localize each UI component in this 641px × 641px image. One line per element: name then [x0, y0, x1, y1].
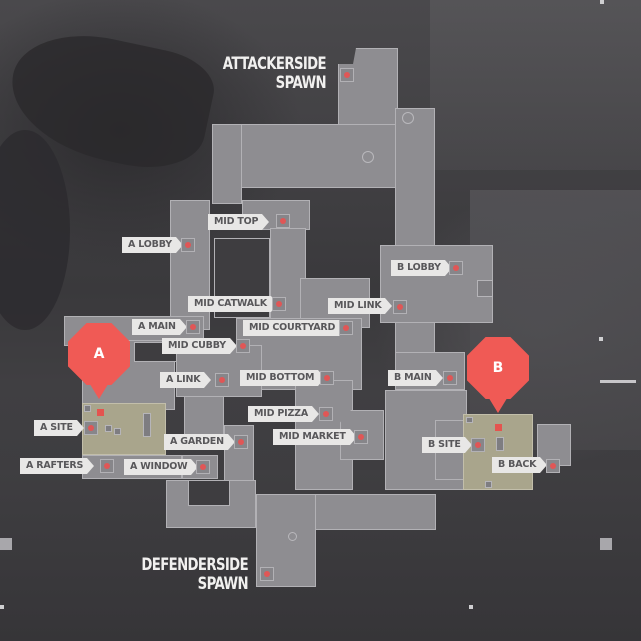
- hud-right-marker: [600, 538, 612, 550]
- defender-spawn-line1: DEFENDERSIDE: [141, 555, 248, 575]
- b-site-cover: [496, 437, 504, 451]
- callout-a-main[interactable]: A MAIN: [132, 319, 187, 335]
- callout-marker-a-lobby[interactable]: [181, 238, 195, 252]
- background-dragon-body: [0, 130, 70, 330]
- site-b-plant-marker: [495, 424, 502, 431]
- site-pin-a-label: A: [93, 346, 105, 362]
- callout-mid-cubby[interactable]: MID CUBBY: [162, 338, 237, 354]
- callout-marker-a-window[interactable]: [196, 460, 210, 474]
- site-pin-b-label: B: [492, 360, 504, 376]
- callout-a-site[interactable]: A SITE: [34, 420, 84, 436]
- background-sky: [430, 0, 641, 170]
- callout-a-lobby[interactable]: A LOBBY: [122, 237, 183, 253]
- a-site-box: [105, 425, 112, 432]
- callout-marker-mid-cubby[interactable]: [236, 339, 250, 353]
- callout-marker-mid-market[interactable]: [354, 430, 368, 444]
- spawn-circle-marker: [362, 151, 374, 163]
- wall-block: [188, 480, 230, 506]
- hud-dot: [0, 605, 4, 609]
- hud-dot: [600, 0, 604, 4]
- callout-mid-market[interactable]: MID MARKET: [273, 429, 357, 445]
- callout-marker-mid-pizza[interactable]: [319, 407, 333, 421]
- callout-mid-top[interactable]: MID TOP: [208, 214, 270, 230]
- callout-marker-b-main[interactable]: [443, 371, 457, 385]
- callout-mid-bottom[interactable]: MID BOTTOM: [240, 370, 326, 386]
- a-site-box: [84, 405, 91, 412]
- callout-marker-mid-bottom[interactable]: [320, 371, 334, 385]
- callout-marker-mid-link[interactable]: [393, 300, 407, 314]
- callout-b-back[interactable]: B BACK: [492, 457, 548, 473]
- callout-a-window[interactable]: A WINDOW: [124, 459, 199, 475]
- crate: [477, 280, 493, 297]
- defender-spawn-line2: SPAWN: [197, 574, 249, 594]
- site-pin-b-pointer: [487, 395, 509, 413]
- callout-marker-a-rafters[interactable]: [100, 459, 114, 473]
- hud-dot: [599, 337, 603, 341]
- site-pin-b[interactable]: B: [467, 337, 529, 399]
- callout-marker-a-link[interactable]: [215, 373, 229, 387]
- callout-marker-b-lobby[interactable]: [449, 261, 463, 275]
- callout-a-link[interactable]: A LINK: [160, 372, 212, 388]
- attacker-spawn-line1: ATTACKERSIDE: [222, 54, 327, 74]
- callout-b-main[interactable]: B MAIN: [388, 370, 443, 386]
- site-pin-a-pointer: [88, 381, 110, 399]
- callout-mid-pizza[interactable]: MID PIZZA: [248, 406, 320, 422]
- b-site-box: [485, 481, 492, 488]
- hud-left-marker: [0, 538, 12, 550]
- site-a-plant-marker: [97, 409, 104, 416]
- attacker-left-wing: [212, 124, 242, 204]
- a-site-box: [114, 428, 121, 435]
- callout-a-rafters[interactable]: A RAFTERS: [20, 458, 95, 474]
- callout-marker-b-back[interactable]: [546, 459, 560, 473]
- callout-b-lobby[interactable]: B LOBBY: [391, 260, 452, 276]
- attacker-spawn-title: ATTACKERSIDE SPAWN: [197, 54, 327, 93]
- callout-mid-link[interactable]: MID LINK: [328, 298, 394, 314]
- callout-mid-courtyard[interactable]: MID COURTYARD: [243, 320, 347, 336]
- callout-marker-mid-catwalk[interactable]: [272, 297, 286, 311]
- attacker-spawn-marker[interactable]: [340, 68, 354, 82]
- callout-marker-a-site[interactable]: [84, 421, 98, 435]
- callout-marker-mid-courtyard[interactable]: [339, 321, 353, 335]
- callout-marker-a-garden[interactable]: [234, 435, 248, 449]
- callout-marker-mid-top[interactable]: [276, 214, 290, 228]
- attacker-spawn-line2: SPAWN: [275, 73, 327, 93]
- defender-spawn-title: DEFENDERSIDE SPAWN: [119, 556, 248, 594]
- spawn-circle-marker: [288, 532, 297, 541]
- callout-marker-a-main[interactable]: [186, 320, 200, 334]
- site-pin-a[interactable]: A: [68, 323, 130, 385]
- hud-line: [600, 380, 636, 383]
- spawn-circle-marker: [402, 112, 414, 124]
- callout-mid-catwalk[interactable]: MID CATWALK: [188, 296, 278, 312]
- defender-spawn-marker[interactable]: [260, 567, 274, 581]
- hud-dot: [469, 605, 473, 609]
- callout-a-garden[interactable]: A GARDEN: [164, 434, 235, 450]
- a-site-cover: [143, 413, 151, 437]
- b-site-box: [466, 417, 473, 423]
- a-site-zone: [82, 403, 166, 455]
- callout-b-site[interactable]: B SITE: [422, 437, 472, 453]
- callout-marker-b-site[interactable]: [471, 438, 485, 452]
